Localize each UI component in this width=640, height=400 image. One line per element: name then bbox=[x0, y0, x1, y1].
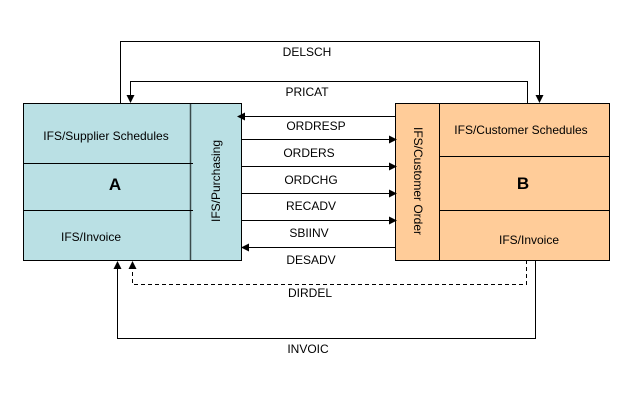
ordresp-label: ORDRESP bbox=[286, 119, 345, 133]
system-a-top-section-label: IFS/Supplier Schedules bbox=[43, 129, 168, 143]
message-sbiinv: SBIINV bbox=[242, 216, 397, 240]
dirdel-arrow bbox=[128, 260, 527, 285]
system-b-frame bbox=[395, 103, 610, 261]
message-dirdel: DIRDEL bbox=[128, 260, 527, 300]
recadv-label: RECADV bbox=[286, 199, 336, 213]
message-ordchg: ORDCHG bbox=[242, 162, 397, 187]
message-orders: ORDERS bbox=[242, 135, 397, 160]
sbiinv-label: SBIINV bbox=[289, 226, 328, 240]
invoic-arrow bbox=[113, 260, 536, 339]
desadv-label: DESADV bbox=[286, 253, 335, 267]
message-desadv: DESADV bbox=[241, 243, 395, 267]
system-b-name: B bbox=[517, 174, 529, 193]
system-b-box: IFS/Customer Schedules B IFS/Invoice IFS… bbox=[395, 103, 610, 261]
message-delsch: DELSCH bbox=[120, 41, 544, 103]
message-invoic: INVOIC bbox=[113, 260, 536, 356]
invoic-label: INVOIC bbox=[287, 342, 329, 356]
system-b-bottom-section-label: IFS/Invoice bbox=[499, 233, 559, 247]
system-b-side-section-label: IFS/Customer Order bbox=[411, 127, 425, 235]
ordchg-label: ORDCHG bbox=[284, 173, 337, 187]
dirdel-label: DIRDEL bbox=[288, 286, 332, 300]
system-a-bottom-section-label: IFS/Invoice bbox=[61, 230, 121, 244]
message-ordresp: ORDRESP bbox=[237, 112, 395, 133]
delsch-label: DELSCH bbox=[283, 45, 332, 59]
delsch-arrow bbox=[120, 41, 544, 103]
system-a-name: A bbox=[109, 175, 121, 194]
system-a-side-section-label: IFS/Purchasing bbox=[209, 140, 223, 222]
system-a-frame bbox=[23, 103, 242, 261]
pricat-arrow bbox=[126, 81, 528, 103]
pricat-label: PRICAT bbox=[285, 85, 329, 99]
orders-label: ORDERS bbox=[283, 146, 334, 160]
message-recadv: RECADV bbox=[242, 189, 397, 213]
message-pricat: PRICAT bbox=[126, 81, 528, 103]
system-a-box: IFS/Supplier Schedules A IFS/Invoice IFS… bbox=[23, 103, 242, 261]
system-b-top-section-label: IFS/Customer Schedules bbox=[454, 123, 587, 137]
